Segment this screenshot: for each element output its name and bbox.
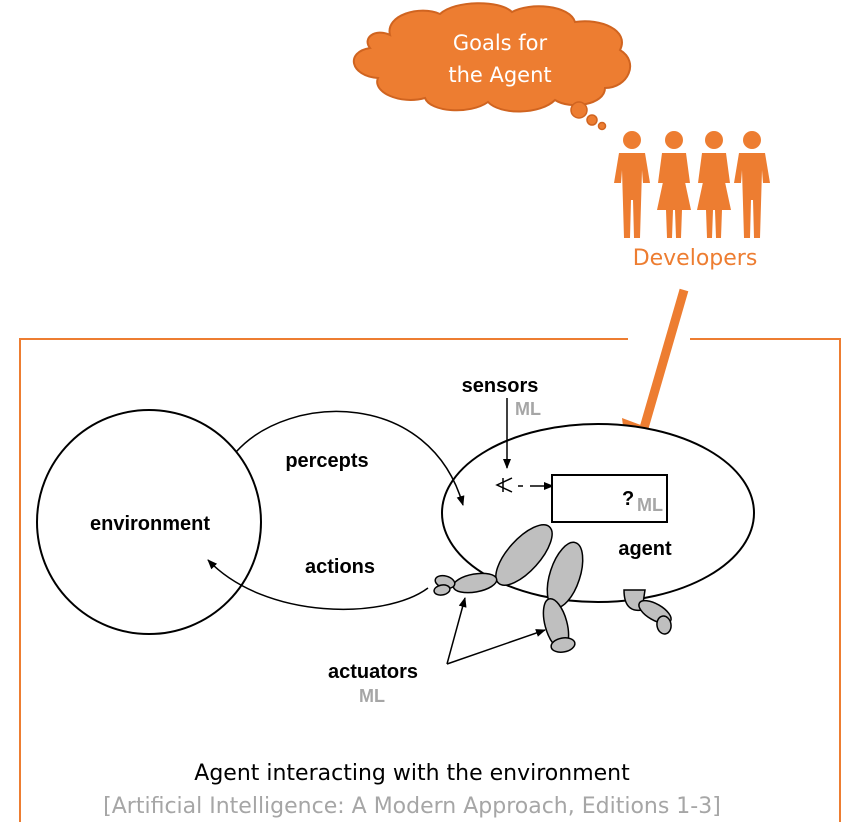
environment-circle [36,409,262,635]
actuator-limbs [433,524,672,653]
caption-title: Agent interacting with the environment [194,761,630,786]
cloud-line-2: the Agent [448,63,551,87]
agent-program-box [551,474,668,523]
eye-icon [495,477,513,493]
goals-cloud: Goals for the Agent [352,2,632,131]
percepts-label: percepts [285,450,368,472]
actuators-arrow-hand [446,597,467,665]
cloud-line-1: Goals for [453,31,548,55]
percepts-arrow [235,410,465,506]
developers-label: Developers [633,246,758,271]
actuators-label: actuators [328,661,418,683]
sensors-label: sensors [462,375,539,397]
people-icon [614,131,770,238]
agent-label: agent [618,538,672,560]
agent-box-ml: ML [637,495,663,515]
caption-citation: [Artificial Intelligence: A Modern Appro… [103,794,721,819]
environment-label: environment [90,513,210,535]
actuators-ml-label: ML [359,686,385,706]
actuators-arrow-foot [446,629,546,665]
sensors-ml-label: ML [515,399,541,419]
agent-box-question: ? [622,488,634,510]
frame-border [19,338,841,822]
actions-label: actions [305,556,375,578]
actions-arrow [207,559,429,611]
